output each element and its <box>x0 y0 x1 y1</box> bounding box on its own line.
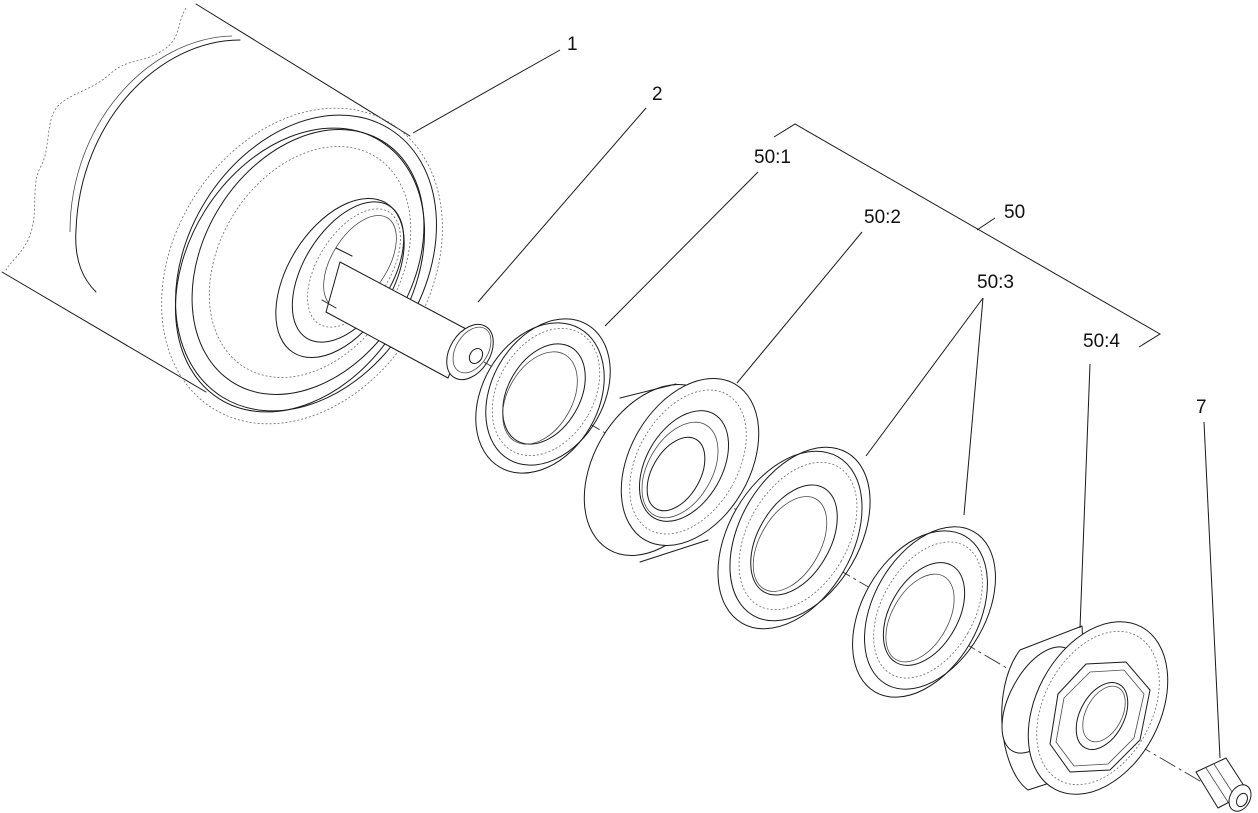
callout-50-3: 50:3 <box>977 272 1014 293</box>
callout-50-2: 50:2 <box>864 207 901 228</box>
roller-wheel <box>1 3 443 425</box>
callout-50-1: 50:1 <box>754 147 791 168</box>
callout-2: 2 <box>652 84 663 105</box>
shaft <box>321 247 494 381</box>
seal-50-1 <box>475 318 611 474</box>
seal-50-3-a <box>717 446 871 630</box>
callout-labels: 1 2 50:1 50:2 50 50:3 50:4 7 <box>567 34 1207 418</box>
leader-lines <box>412 49 1221 759</box>
callout-1: 1 <box>567 34 578 55</box>
bearing-50-2 <box>583 377 760 563</box>
callout-50: 50 <box>1004 202 1025 223</box>
grease-fitting <box>1195 757 1252 812</box>
callout-50-4: 50:4 <box>1083 331 1120 352</box>
callout-7: 7 <box>1196 397 1207 418</box>
nut-cap-50-4 <box>1001 621 1169 795</box>
seal-50-3-b <box>852 526 996 698</box>
